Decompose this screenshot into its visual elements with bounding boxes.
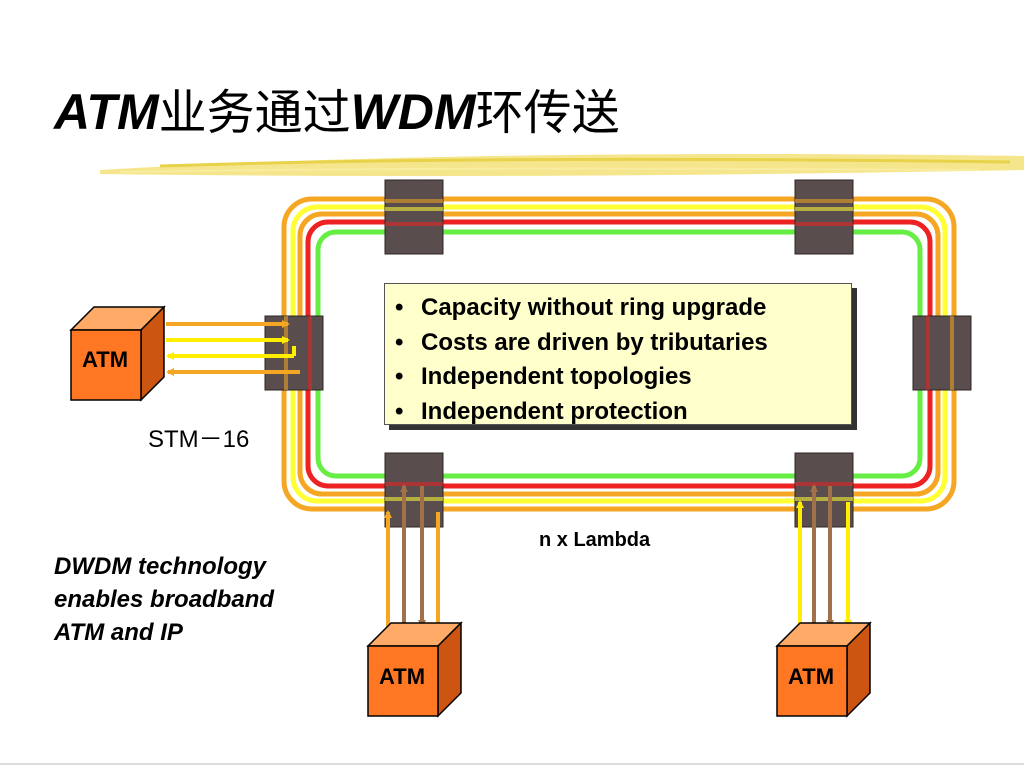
title-part-cn2: 环传送 (475, 85, 620, 141)
title-part-wdm: WDM (350, 84, 476, 140)
adm-bottom-right (794, 452, 854, 528)
benefit-item: Costs are driven by tributaries (395, 326, 851, 361)
note-line: enables broadband (54, 586, 275, 613)
left-atm-links (166, 320, 300, 376)
adm-top-right (794, 179, 854, 255)
benefit-item: Capacity without ring upgrade (395, 291, 851, 326)
adm-bottom-left (384, 452, 444, 528)
dwdm-note: DWDM technology enables broadband ATM an… (54, 550, 274, 649)
bottom-right-atm-links (796, 484, 852, 628)
atm-cube-left-shape (69, 305, 166, 402)
link-left-yellow-out (168, 346, 296, 356)
title-part-cn1: 业务通过 (158, 85, 351, 141)
benefits-list: Capacity without ring upgrade Costs are … (385, 284, 851, 429)
note-line: DWDM technology (54, 553, 266, 580)
atm-bottom-left-label: ATM (379, 664, 426, 689)
benefits-box: Capacity without ring upgrade Costs are … (384, 283, 852, 429)
slide-title: ATM业务通过WDM环传送 (54, 82, 620, 144)
atm-left-label: ATM (82, 347, 129, 372)
stm16-label: STM－16 (148, 426, 250, 453)
note-line: ATM and IP (54, 619, 183, 646)
title-part-atm: ATM (54, 84, 159, 140)
bottom-left-atm-links (384, 484, 440, 628)
atm-cube-bottom-right-shape (775, 621, 872, 718)
n-lambda-label: n x Lambda (539, 529, 651, 551)
benefit-item: Independent protection (395, 395, 851, 430)
adm-right (912, 315, 972, 391)
adm-nodes (264, 179, 972, 528)
benefit-item: Independent topologies (395, 360, 851, 395)
atm-cube-bottom-left-shape (366, 621, 463, 718)
title-underline (100, 153, 1024, 177)
atm-bottom-right-label: ATM (788, 664, 835, 689)
adm-top-left (384, 179, 444, 255)
